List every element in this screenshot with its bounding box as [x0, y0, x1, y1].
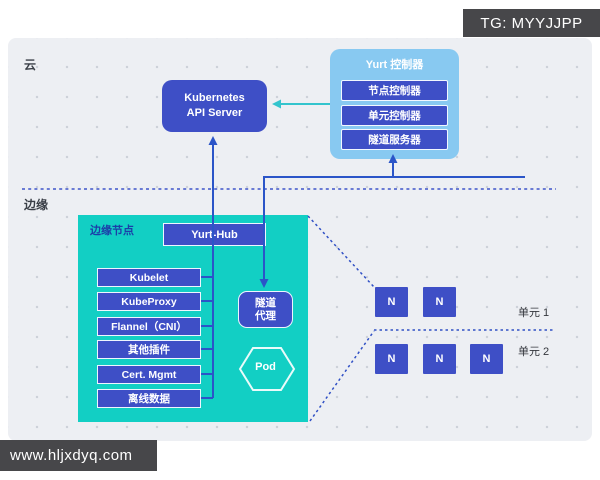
tunnel-agent-label-line1: 隧道: [255, 296, 276, 309]
unit2-node-2: N: [423, 344, 456, 374]
flannel-cni-node: Flannel（CNI）: [97, 317, 201, 336]
cert-mgmt-node: Cert. Mgmt: [97, 365, 201, 384]
unit2-node-1: N: [375, 344, 408, 374]
unit-controller-node: 单元控制器: [341, 105, 448, 126]
cloud-zone-label: 云: [24, 58, 37, 72]
tunnel-server-node: 隧道服务器: [341, 129, 448, 150]
pod-label: Pod: [255, 361, 276, 373]
other-plugins-node: 其他插件: [97, 340, 201, 359]
tunnel-agent-node: 隧道 代理: [238, 291, 293, 328]
node-controller-node: 节点控制器: [341, 80, 448, 101]
kubernetes-api-server-node: Kubernetes API Server: [162, 80, 267, 132]
yurt-hub-node: Yurt-Hub: [163, 223, 266, 246]
kubeproxy-node: KubeProxy: [97, 292, 201, 311]
kubelet-node: Kubelet: [97, 268, 201, 287]
unit1-label: 单元 1: [518, 307, 550, 319]
unit2-label: 单元 2: [518, 346, 550, 358]
edge-node-title: 边缘节点: [90, 225, 134, 237]
edge-zone-label: 边缘: [24, 198, 49, 212]
api-server-label-line1: Kubernetes: [184, 92, 245, 104]
api-server-label-line2: API Server: [186, 107, 243, 119]
tg-watermark-badge: TG: MYYJJPP: [463, 9, 600, 37]
yurt-controller-title: Yurt 控制器: [365, 59, 424, 71]
yurt-controller-group: Yurt 控制器 节点控制器 单元控制器 隧道服务器: [330, 49, 459, 159]
website-watermark-badge: www.hljxdyq.com: [0, 440, 157, 471]
unit1-node-2: N: [423, 287, 456, 317]
tunnel-agent-label-line2: 代理: [255, 309, 276, 322]
unit2-node-3: N: [470, 344, 503, 374]
edge-node-group: 边缘节点 Yurt-Hub Kubelet KubeProxy Flannel（…: [78, 215, 308, 422]
unit1-node-1: N: [375, 287, 408, 317]
offline-data-node: 离线数据: [97, 389, 201, 408]
